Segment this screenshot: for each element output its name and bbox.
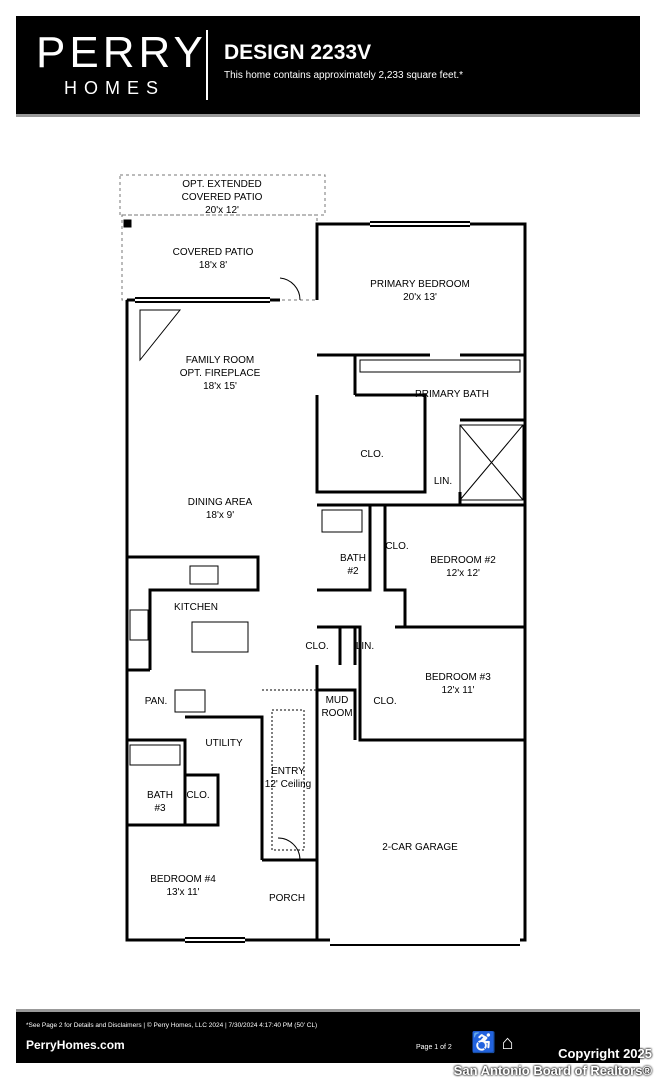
room-dims: 12'x 12' bbox=[446, 568, 480, 579]
room-name-line2: #2 bbox=[347, 566, 359, 577]
room-label-closet-5: CLO. bbox=[186, 790, 210, 801]
room-label-closet-4: CLO. bbox=[373, 696, 397, 707]
room-label-opt-extended-patio: OPT. EXTENDED COVERED PATIO 20'x 12' bbox=[182, 178, 263, 217]
windows bbox=[135, 221, 470, 943]
room-label-family-room: FAMILY ROOM OPT. FIREPLACE 18'x 15' bbox=[180, 354, 261, 393]
brand-logo-homes: HOMES bbox=[64, 78, 166, 98]
room-label-entry: ENTRY 12' Ceiling bbox=[265, 765, 311, 791]
design-title: DESIGN 2233V bbox=[224, 41, 372, 64]
room-label-linen: LIN. bbox=[433, 476, 453, 487]
room-name: BATH bbox=[147, 790, 173, 801]
room-label-primary-bedroom: PRIMARY BEDROOM 20'x 13' bbox=[370, 278, 470, 304]
room-label-closet-2: CLO. bbox=[385, 541, 409, 552]
room-label-bath-3: BATH #3 bbox=[147, 789, 173, 815]
room-name-line2: OPT. FIREPLACE bbox=[179, 368, 261, 379]
room-name: BATH bbox=[340, 553, 366, 564]
room-name: DINING AREA bbox=[187, 497, 253, 508]
room-label-utility: UTILITY bbox=[205, 738, 243, 749]
footer-banner: *See Page 2 for Details and Disclaimers … bbox=[16, 1012, 640, 1063]
room-dims: 20'x 13' bbox=[403, 292, 437, 303]
brand-logo-perry: PERRY bbox=[36, 28, 207, 77]
room-label-bedroom-2: BEDROOM #2 12'x 12' bbox=[430, 554, 496, 580]
room-label-closet-3: CLO. bbox=[305, 641, 329, 652]
room-label-porch: PORCH bbox=[268, 893, 306, 904]
accessibility-icon: ♿ bbox=[471, 1032, 496, 1054]
room-label-bedroom-4: BEDROOM #4 13'x 11' bbox=[150, 873, 216, 899]
room-dims: 12' Ceiling bbox=[264, 779, 312, 790]
website-link[interactable]: PerryHomes.com bbox=[26, 1038, 125, 1052]
room-label-bath-2: BATH #2 bbox=[340, 552, 366, 578]
room-name: OPT. EXTENDED bbox=[182, 179, 262, 190]
room-dims: 18'x 15' bbox=[203, 381, 237, 392]
room-name: PRIMARY BEDROOM bbox=[370, 279, 470, 290]
room-dims: 13'x 11' bbox=[166, 887, 200, 898]
patio-outlines bbox=[119, 174, 326, 301]
room-label-mud-room: MUD ROOM bbox=[321, 694, 352, 720]
room-label-primary-bath: PRIMARY BATH bbox=[415, 389, 489, 400]
footer-icons: ♿ ⌂ bbox=[471, 1032, 514, 1054]
room-dims: 18'x 8' bbox=[198, 260, 228, 271]
equal-housing-icon: ⌂ bbox=[501, 1032, 514, 1054]
page-number: Page 1 of 2 bbox=[416, 1044, 452, 1051]
fixtures bbox=[129, 277, 524, 946]
room-name: BEDROOM #4 bbox=[150, 874, 216, 885]
walls bbox=[125, 222, 527, 942]
room-label-closet: CLO. bbox=[360, 449, 384, 460]
room-label-bedroom-3: BEDROOM #3 12'x 11' bbox=[425, 671, 491, 697]
room-dims: 18'x 9' bbox=[205, 510, 235, 521]
room-name: MUD bbox=[325, 695, 349, 706]
room-dims: 12'x 11' bbox=[441, 685, 475, 696]
room-name: BEDROOM #3 bbox=[425, 672, 491, 683]
watermark-board: San Antonio Board of Realtors® bbox=[453, 1063, 652, 1078]
post bbox=[123, 219, 132, 228]
room-label-kitchen: KITCHEN bbox=[174, 602, 218, 613]
square-footage: This home contains approximately 2,233 s… bbox=[224, 70, 464, 81]
disclaimer: *See Page 2 for Details and Disclaimers … bbox=[26, 1022, 318, 1029]
room-dims: 20'x 12' bbox=[205, 205, 239, 216]
room-name: ENTRY bbox=[271, 766, 305, 777]
room-name: BEDROOM #2 bbox=[430, 555, 496, 566]
room-name-line2: COVERED PATIO bbox=[181, 192, 263, 203]
watermark-copyright: Copyright 2025 bbox=[558, 1046, 652, 1061]
room-label-garage: 2-CAR GARAGE bbox=[382, 842, 458, 853]
room-name-line2: #3 bbox=[154, 803, 166, 814]
room-name: FAMILY ROOM bbox=[185, 355, 255, 366]
room-label-dining-area: DINING AREA 18'x 9' bbox=[188, 496, 252, 522]
header-divider bbox=[206, 30, 208, 100]
room-label-linen-2: LIN. bbox=[355, 641, 375, 652]
header-banner: PERRY HOMES DESIGN 2233V This home conta… bbox=[16, 16, 640, 114]
room-label-covered-patio: COVERED PATIO 18'x 8' bbox=[173, 246, 254, 272]
room-name: COVERED PATIO bbox=[172, 247, 254, 258]
room-name-line2: ROOM bbox=[321, 708, 353, 719]
room-label-pantry: PAN. bbox=[144, 696, 168, 707]
